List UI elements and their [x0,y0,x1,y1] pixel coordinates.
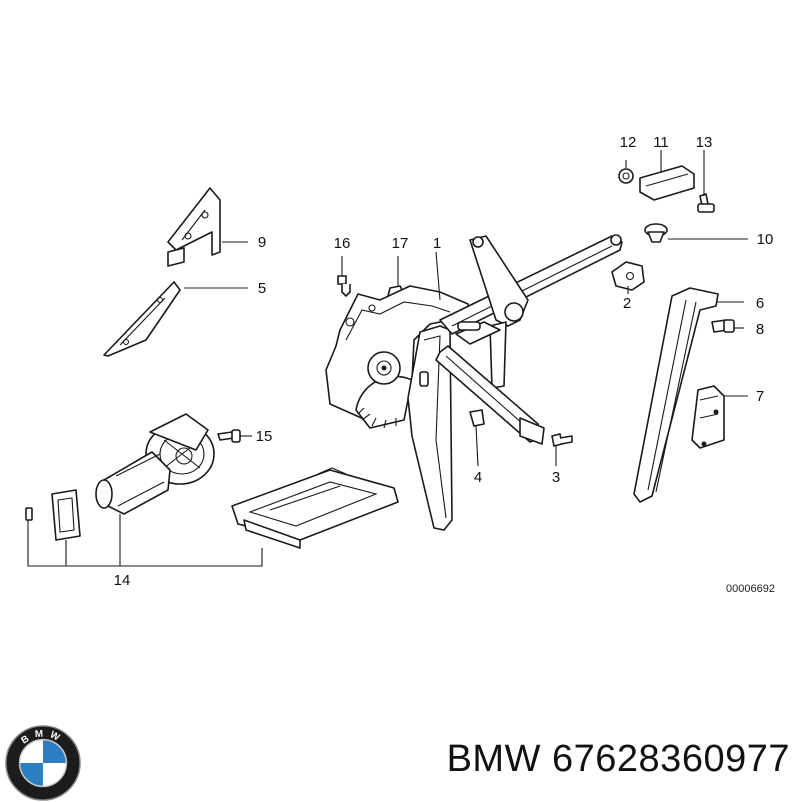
part-4-clip [469,409,485,427]
part-caption: BMW 67628360977 [447,738,790,781]
callout-4: 4 [474,469,482,486]
part-15-screw [217,429,241,443]
callout-7: 7 [756,388,764,405]
part-16-screw [337,275,351,297]
callout-10: 10 [757,231,774,248]
callout-12: 12 [620,134,637,151]
callout-13: 13 [696,134,713,151]
brand-name: BMW [446,738,541,780]
part-5-corner-cover [103,281,181,357]
callout-16: 16 [334,235,351,252]
callout-17: 17 [392,235,409,252]
callout-14: 14 [114,572,131,589]
callout-11: 11 [653,134,669,151]
leader-lines [27,150,748,567]
part-11-bracket [639,165,695,201]
part-13-bolt [697,193,715,213]
callout-6: 6 [756,295,764,312]
callout-5: 5 [258,280,266,297]
callout-8: 8 [756,321,764,338]
part-8-screw [711,319,735,333]
part-14-motor [25,413,215,541]
part-3-screw [551,433,573,447]
part-1-window-regulator [325,234,623,531]
callout-3: 3 [552,469,560,486]
bmw-logo: BMW [5,725,81,801]
part-9-corner-trim [167,187,221,267]
part-7-slider [691,385,725,449]
part-10-grommet [644,223,668,243]
part-2-guide [611,261,645,291]
callout-2: 2 [623,295,631,312]
callout-9: 9 [258,234,266,251]
callout-15: 15 [256,428,273,445]
part-number: 67628360977 [552,738,790,780]
drawing-number: 00006692 [726,583,775,595]
control-unit [231,467,399,549]
part-6-guide-rail [633,287,719,503]
callout-1: 1 [433,235,441,252]
part-12-nut [618,168,634,184]
